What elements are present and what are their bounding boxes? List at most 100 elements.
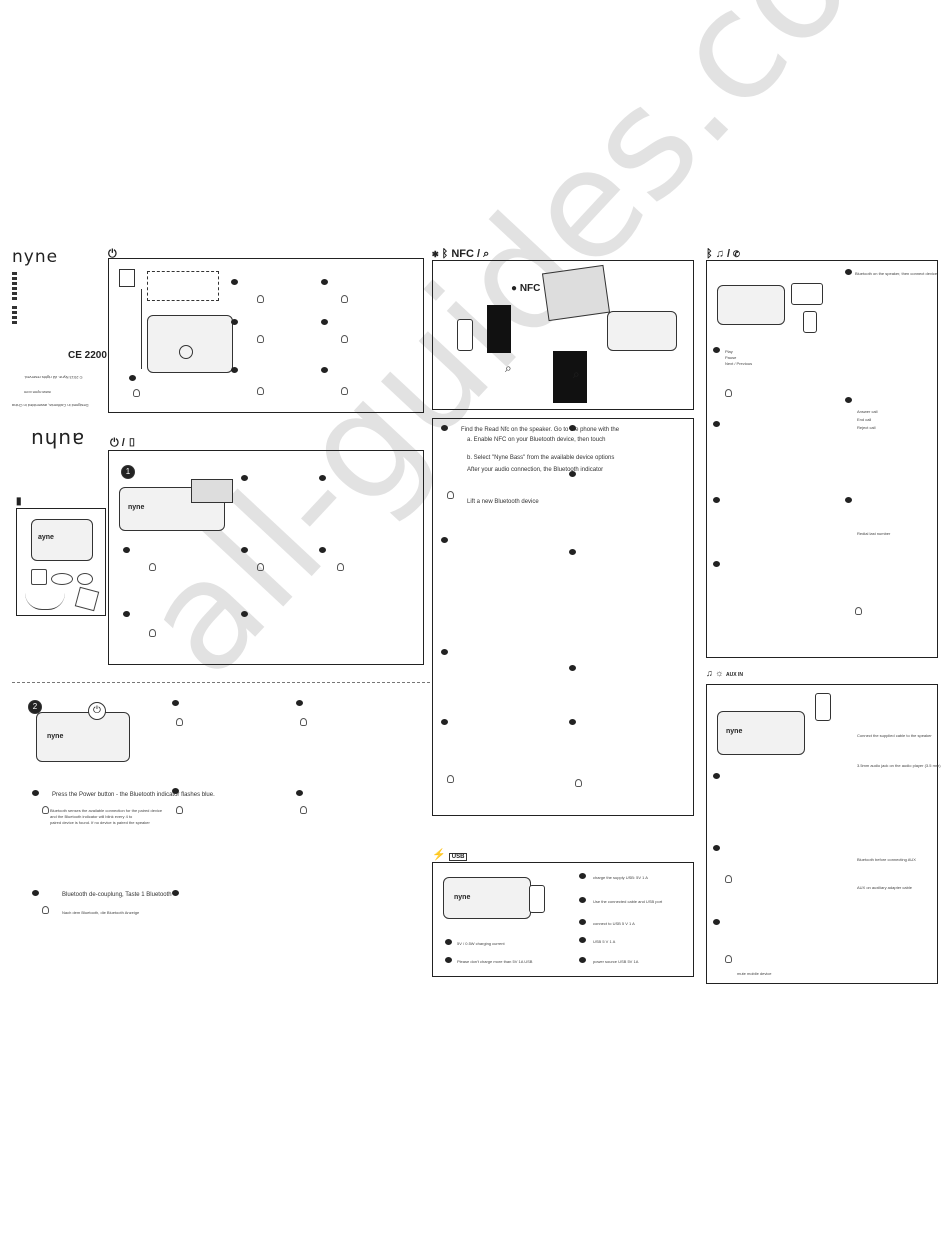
step-dot [172, 890, 179, 896]
search-icon: ⌕ [573, 367, 580, 381]
step-dot [713, 919, 720, 925]
tip-bulb-icon [257, 295, 264, 303]
step-dot [123, 547, 130, 553]
step-dot [569, 425, 576, 431]
tip-bulb-icon [257, 563, 264, 571]
nfc-pair-header: ✱ ᛒ NFC / ⌕ [432, 248, 490, 260]
step-dot [713, 347, 720, 353]
bt-music-text-c: Pause [725, 355, 737, 360]
bluetooth-icon: ᛒ [441, 248, 449, 260]
nfc-dot-icon: ● [511, 283, 518, 294]
ce-mark: CE 2200 [68, 350, 107, 361]
fold-line [12, 682, 430, 683]
pairing-text-5: Bluetooth de-couplung, Taste 1 Bluetooth [62, 892, 172, 898]
step-dot [713, 845, 720, 851]
step-dot [579, 897, 586, 903]
wall-socket-icon [119, 269, 135, 287]
power-on-panel: 1 nyne [108, 450, 424, 665]
nfc-steps-panel: Find the Read Nfc on the speaker. Go to … [432, 418, 694, 816]
power-button-icon: ⏻ [88, 702, 106, 720]
step-dot [241, 475, 248, 481]
tip-bulb-icon [447, 775, 454, 783]
button-zoom-illustration [191, 479, 233, 503]
step-dot [445, 957, 452, 963]
aux-panel: nyne Connect the supplied cable to the s… [706, 684, 941, 984]
step-dot [321, 367, 328, 373]
step-dot [569, 471, 576, 477]
power-panel [108, 258, 424, 413]
tip-bulb-icon [341, 335, 348, 343]
tip-bulb-icon [176, 806, 183, 814]
tip-bulb-icon [133, 389, 140, 397]
speaker-illustration: nyne [36, 712, 130, 762]
tip-bulb-icon [341, 387, 348, 395]
address-line-2: www.nyne.com [24, 390, 51, 395]
nfc-text-b: a. Enable NFC on your Bluetooth device, … [467, 437, 606, 443]
step-dot [845, 397, 852, 403]
battery-icon: ▯ [127, 437, 137, 449]
step-dot [845, 497, 852, 503]
manual-icon [74, 586, 100, 612]
step-dot [579, 919, 586, 925]
step-dot [172, 700, 179, 706]
step-dot [123, 611, 130, 617]
usb-text-b: Use the connected cable and USB port [593, 899, 663, 904]
bt-music-text-f: End call [857, 417, 872, 422]
step-dot [569, 719, 576, 725]
bluetooth-icon: ᛒ [706, 248, 713, 260]
step-dot [579, 937, 586, 943]
bt-music-text-b: Play [725, 349, 733, 354]
tip-bulb-icon [575, 779, 582, 787]
step-dot [231, 279, 238, 285]
pairing-text-1: Press the Power button - the Bluetooth i… [52, 792, 215, 798]
address-line-3: Designed in California, assembled in Chi… [12, 403, 89, 408]
step-dot [569, 665, 576, 671]
tip-bulb-icon [300, 806, 307, 814]
step-dot [231, 319, 238, 325]
step-dot [241, 611, 248, 617]
tip-bulb-icon [725, 875, 732, 883]
nfc-text-d: After your audio connection, the Bluetoo… [467, 467, 604, 473]
usb-cable-icon [25, 593, 65, 610]
tip-bulb-icon [42, 806, 49, 814]
aux-text-a: Connect the supplied cable to the speake… [857, 733, 932, 738]
usb-text-a: charge the supply USB: 5V 1 A [593, 875, 648, 880]
nfc-text-e: Lift a new Bluetooth device [467, 499, 539, 505]
speaker-illustration: ayne [31, 519, 93, 561]
step-dot [845, 269, 852, 275]
gear-icon: ✱ [432, 248, 439, 260]
usb-charge-panel: nyne 5V / 0.5W charging current Please d… [432, 862, 694, 977]
step-dot [296, 700, 303, 706]
aux-text-c: 3.5mm audio jack on the audio player (3.… [857, 763, 941, 768]
bt-music-text-e: Answer call [857, 409, 878, 414]
step-dot [713, 421, 720, 427]
package-contents-panel: ayne [16, 508, 106, 616]
bt-music-text-a: Bluetooth on the speaker, then connect d… [855, 271, 938, 276]
bt-music-panel: Bluetooth on the speaker, then connect d… [706, 260, 938, 658]
usb-label: USB [448, 853, 468, 861]
cable-icon [77, 573, 93, 585]
step-two-badge: 2 [28, 700, 42, 714]
usb-charge-header: ⚡ USB [432, 848, 468, 861]
step-dot [569, 549, 576, 555]
box-icon: ▮ [16, 496, 22, 507]
nfc-logo: ● NFC [511, 283, 541, 294]
phone-screen-dark [553, 351, 587, 403]
usb-text-c: connect to USB 5 V 1 A [593, 921, 635, 926]
bt-music-text-g: Reject call [857, 425, 876, 430]
tip-bulb-icon [257, 335, 264, 343]
step-one-badge: 1 [121, 465, 135, 479]
music-note-icon: ♫ [715, 248, 724, 260]
music-note-icon: ♫ [706, 668, 713, 678]
aux-text-e: mute mobile device [737, 971, 772, 976]
step-dot [441, 719, 448, 725]
aux-sun-icon: ☼ [715, 668, 724, 678]
usb-text-e: power source USB 5V 1A [593, 959, 639, 964]
nfc-text-a: Find the Read Nfc on the speaker. Go to … [461, 427, 620, 433]
plug-icon: ⏻ [108, 248, 117, 260]
tip-bulb-icon [337, 563, 344, 571]
language-list [12, 272, 17, 326]
tip-bulb-icon [725, 389, 732, 397]
search-icon: ⌕ [505, 361, 512, 375]
tip-bulb-icon [257, 387, 264, 395]
